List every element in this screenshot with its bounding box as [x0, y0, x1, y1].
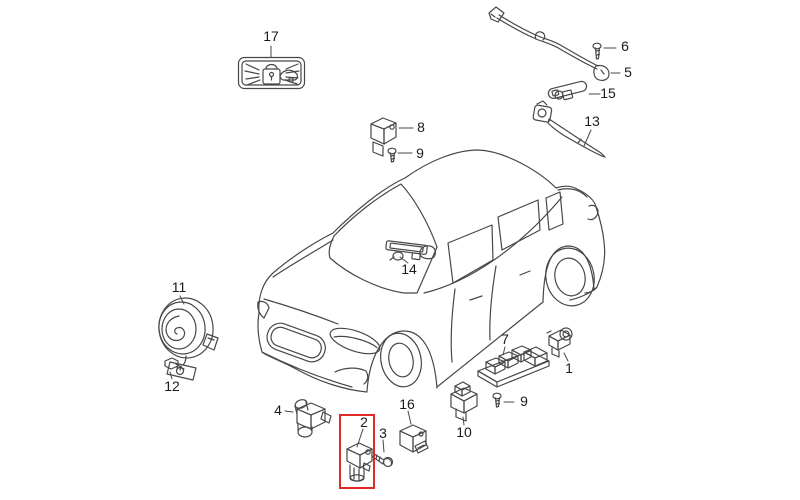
- padlock-icon: [265, 63, 278, 70]
- relay-upper-drawing[interactable]: [370, 117, 397, 157]
- antenna-rod-drawing[interactable]: [532, 100, 606, 158]
- sensor-bracket-drawing[interactable]: [547, 80, 588, 101]
- harness-screw-drawing[interactable]: [592, 42, 602, 60]
- part-label-16[interactable]: 16: [399, 396, 415, 412]
- front-sensor-drawing[interactable]: [294, 398, 332, 438]
- screw-lower-drawing[interactable]: [492, 392, 502, 408]
- part-label-5[interactable]: 5: [624, 64, 632, 80]
- part-label-4[interactable]: 4: [274, 402, 282, 418]
- wire-harness-drawing[interactable]: [488, 6, 610, 81]
- part-label-17[interactable]: 17: [263, 28, 279, 44]
- horn-drawing[interactable]: [155, 295, 219, 381]
- power-window-master-switch-drawing[interactable]: [477, 345, 550, 388]
- part-label-1[interactable]: 1: [565, 360, 573, 376]
- part-label-11[interactable]: 11: [171, 279, 187, 295]
- screw-upper-drawing[interactable]: [387, 147, 397, 163]
- rear-sensor-drawing[interactable]: [546, 327, 573, 358]
- part-label-13[interactable]: 13: [584, 113, 600, 129]
- door-switch-drawing[interactable]: [450, 381, 478, 422]
- part-label-7[interactable]: 7: [501, 331, 509, 347]
- part-label-9-upper[interactable]: 9: [416, 145, 424, 161]
- part-label-3[interactable]: 3: [379, 425, 387, 441]
- car-outline-drawing: [257, 149, 606, 393]
- part-label-8[interactable]: 8: [417, 119, 425, 135]
- leader-lines: [169, 45, 621, 453]
- highlighted-sensor-drawing[interactable]: [346, 442, 373, 482]
- windshield-sensor-drawing[interactable]: [385, 240, 428, 261]
- sensor-screw-drawing[interactable]: [372, 453, 394, 468]
- part-label-6[interactable]: 6: [621, 38, 629, 54]
- part-label-9-lower[interactable]: 9: [520, 393, 528, 409]
- security-warning-label-drawing[interactable]: [237, 56, 306, 90]
- highlight-box: [339, 414, 375, 489]
- part-label-12[interactable]: 12: [164, 378, 180, 394]
- relay-lower-drawing[interactable]: [399, 424, 429, 454]
- part-label-10[interactable]: 10: [456, 424, 472, 440]
- part-label-15[interactable]: 15: [600, 85, 616, 101]
- horn-bolt-drawing[interactable]: [164, 357, 185, 371]
- part-label-2[interactable]: 2: [360, 414, 368, 430]
- part-label-14[interactable]: 14: [401, 261, 417, 277]
